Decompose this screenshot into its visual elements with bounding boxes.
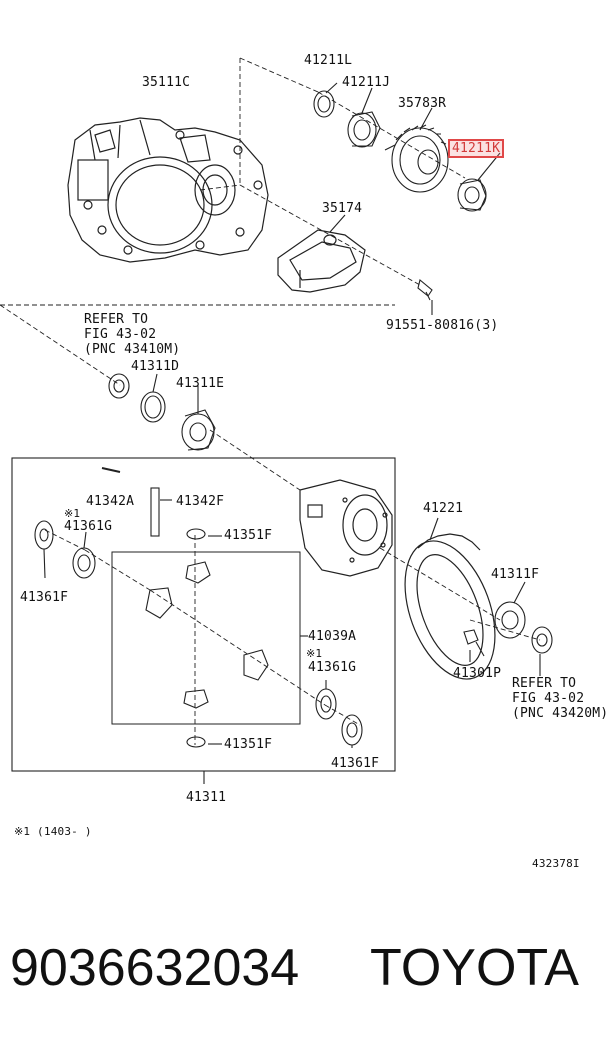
part-label-91551-80816: 91551-80816(3) — [386, 318, 499, 333]
part-label-41211K-highlighted[interactable]: 41211K — [448, 139, 505, 158]
part-label-35783R: 35783R — [398, 96, 447, 111]
part-label-35111C: 35111C — [142, 75, 191, 90]
part-label-41361F-right: 41361F — [331, 756, 380, 771]
part-label-41311: 41311 — [186, 790, 227, 805]
part-label-41039A: 41039A — [308, 629, 357, 644]
note-mark-2: ※1 — [306, 647, 323, 660]
brand-caption: TOYOTA — [370, 939, 579, 997]
part-label-41211L: 41211L — [304, 53, 353, 68]
part-label-41211J: 41211J — [342, 75, 391, 90]
refer-note-1-line-3: (PNC 43410M) — [84, 342, 181, 357]
note-mark-1: ※1 — [64, 507, 81, 520]
part-label-41361G-left: 41361G — [64, 519, 113, 534]
part-label-41221: 41221 — [423, 501, 464, 516]
part-number-caption: 9036632034 — [10, 939, 300, 997]
refer-note-2-line-1: REFER TO — [512, 676, 577, 691]
refer-note-2-line-2: FIG 43-02 — [512, 691, 585, 706]
part-label-41351F-bottom: 41351F — [224, 737, 273, 752]
part-label-35174: 35174 — [322, 201, 363, 216]
part-label-41342F: 41342F — [176, 494, 225, 509]
part-label-41311D: 41311D — [131, 359, 180, 374]
diagram-reference-code: 432378I — [532, 857, 580, 870]
part-label-41311F: 41311F — [491, 567, 540, 582]
part-label-41301P: 41301P — [453, 666, 502, 681]
exploded-parts-diagram: 35111C 41211L 41211J 35783R 41211K 35174… — [0, 53, 608, 870]
refer-note-1-line-1: REFER TO — [84, 312, 149, 327]
refer-note-2-line-3: (PNC 43420M) — [512, 706, 608, 721]
diagram-drawing — [0, 57, 553, 784]
footnote-date-range: ※1 (1403- ) — [14, 825, 92, 838]
part-label-41361F-left: 41361F — [20, 590, 69, 605]
part-label-41351F-top: 41351F — [224, 528, 273, 543]
part-label-41342A: 41342A — [86, 494, 135, 509]
part-label-41361G-right: 41361G — [308, 660, 357, 675]
part-label-41311E: 41311E — [176, 376, 225, 391]
refer-note-1-line-2: FIG 43-02 — [84, 327, 157, 342]
